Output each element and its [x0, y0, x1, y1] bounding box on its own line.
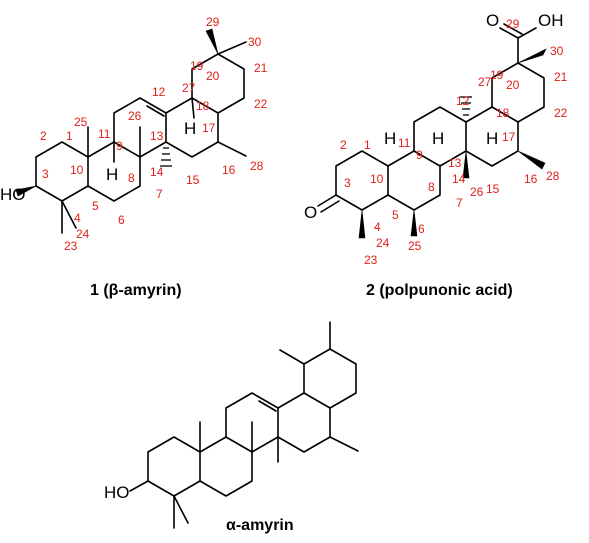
atom-number-label: 2: [340, 138, 347, 152]
atom-number-label: 10: [370, 172, 384, 186]
polpunonic-acid-structure: O O OH H H H 2 (polpunonic acid): [304, 11, 564, 299]
atom-number-label: 26: [128, 109, 142, 123]
atom-number-label: 22: [554, 106, 568, 120]
atom-number-label: 27: [182, 81, 196, 95]
atom-number-label: 10: [70, 163, 84, 177]
atom-number-label: 30: [550, 44, 564, 58]
atom-number-label: 4: [374, 220, 381, 234]
atom-number-label: 30: [248, 35, 262, 49]
atom-number-label: 11: [398, 136, 411, 150]
atom-number-label: 22: [254, 97, 268, 111]
atom-number-label: 5: [392, 208, 399, 222]
atom-number-label: 28: [546, 169, 560, 183]
atom-number-label: 24: [76, 227, 90, 241]
atom-number-label: 18: [496, 106, 510, 120]
atom-number-label: 29: [206, 15, 220, 29]
polpunonic-acid-hydroxyl-label: OH: [538, 11, 564, 30]
atom-number-label: 21: [554, 70, 568, 84]
atom-number-label: 27: [478, 75, 492, 89]
atom-number-label: 15: [486, 182, 500, 196]
atom-number-label: 25: [74, 115, 88, 129]
polpunonic-h8-label: H: [432, 129, 444, 148]
alpha-amyrin-caption: α-amyrin: [226, 517, 294, 534]
beta-amyrin-atom-numbers: 1234567891011121314151617181920212223242…: [40, 15, 268, 253]
beta-amyrin-structure: HO H H 1 (β-amyrin): [0, 28, 247, 299]
atom-number-label: 21: [254, 61, 268, 75]
atom-number-label: 6: [118, 213, 125, 227]
atom-number-label: 7: [156, 187, 163, 201]
atom-number-label: 29: [506, 17, 520, 31]
polpunonic-acid-caption: 2 (polpunonic acid): [366, 282, 513, 299]
polpunonic-acid-oxygen-label: O: [486, 11, 499, 30]
alpha-amyrin-hydroxyl-label: HO: [104, 483, 130, 502]
polpunonic-h5-label: H: [384, 129, 396, 148]
atom-number-label: 4: [74, 211, 81, 225]
atom-number-label: 8: [128, 171, 135, 185]
atom-number-label: 19: [490, 68, 504, 82]
atom-number-label: 28: [250, 159, 264, 173]
atom-number-label: 20: [206, 69, 220, 83]
atom-number-label: 8: [428, 180, 435, 194]
beta-amyrin-hydroxyl-label: HO: [0, 185, 26, 204]
atom-number-label: 9: [116, 139, 123, 153]
atom-number-label: 17: [202, 121, 216, 135]
atom-number-label: 23: [364, 253, 378, 267]
alpha-amyrin-structure: HO α-amyrin: [104, 321, 359, 534]
atom-number-label: 16: [222, 163, 236, 177]
atom-number-label: 9: [416, 148, 423, 162]
atom-number-label: 19: [190, 59, 204, 73]
atom-number-label: 12: [152, 85, 166, 99]
beta-amyrin-h18-label: H: [184, 119, 196, 138]
atom-number-label: 24: [376, 236, 390, 250]
polpunonic-h18-label: H: [486, 129, 498, 148]
atom-number-label: 1: [364, 138, 371, 152]
atom-number-label: 3: [344, 176, 351, 190]
atom-number-label: 23: [64, 239, 78, 253]
atom-number-label: 17: [502, 130, 516, 144]
atom-number-label: 14: [150, 165, 164, 179]
atom-number-label: 12: [456, 94, 470, 108]
atom-number-label: 3: [42, 167, 49, 181]
atom-number-label: 14: [452, 172, 466, 186]
atom-number-label: 2: [40, 129, 47, 143]
atom-number-label: 15: [186, 173, 200, 187]
atom-number-label: 13: [448, 156, 462, 170]
atom-number-label: 6: [418, 222, 425, 236]
atom-number-label: 1: [66, 129, 73, 143]
beta-amyrin-caption: 1 (β-amyrin): [90, 282, 182, 299]
polpunonic-ketone-oxygen-label: O: [304, 203, 317, 222]
atom-number-label: 13: [150, 129, 164, 143]
atom-number-label: 18: [196, 99, 210, 113]
atom-number-label: 16: [524, 172, 538, 186]
atom-number-label: 25: [408, 239, 422, 253]
beta-amyrin-h9-label: H: [106, 165, 118, 184]
atom-number-label: 7: [456, 196, 463, 210]
atom-number-label: 26: [470, 185, 484, 199]
atom-number-label: 5: [92, 199, 99, 213]
atom-number-label: 11: [98, 127, 111, 141]
atom-number-label: 20: [506, 78, 520, 92]
